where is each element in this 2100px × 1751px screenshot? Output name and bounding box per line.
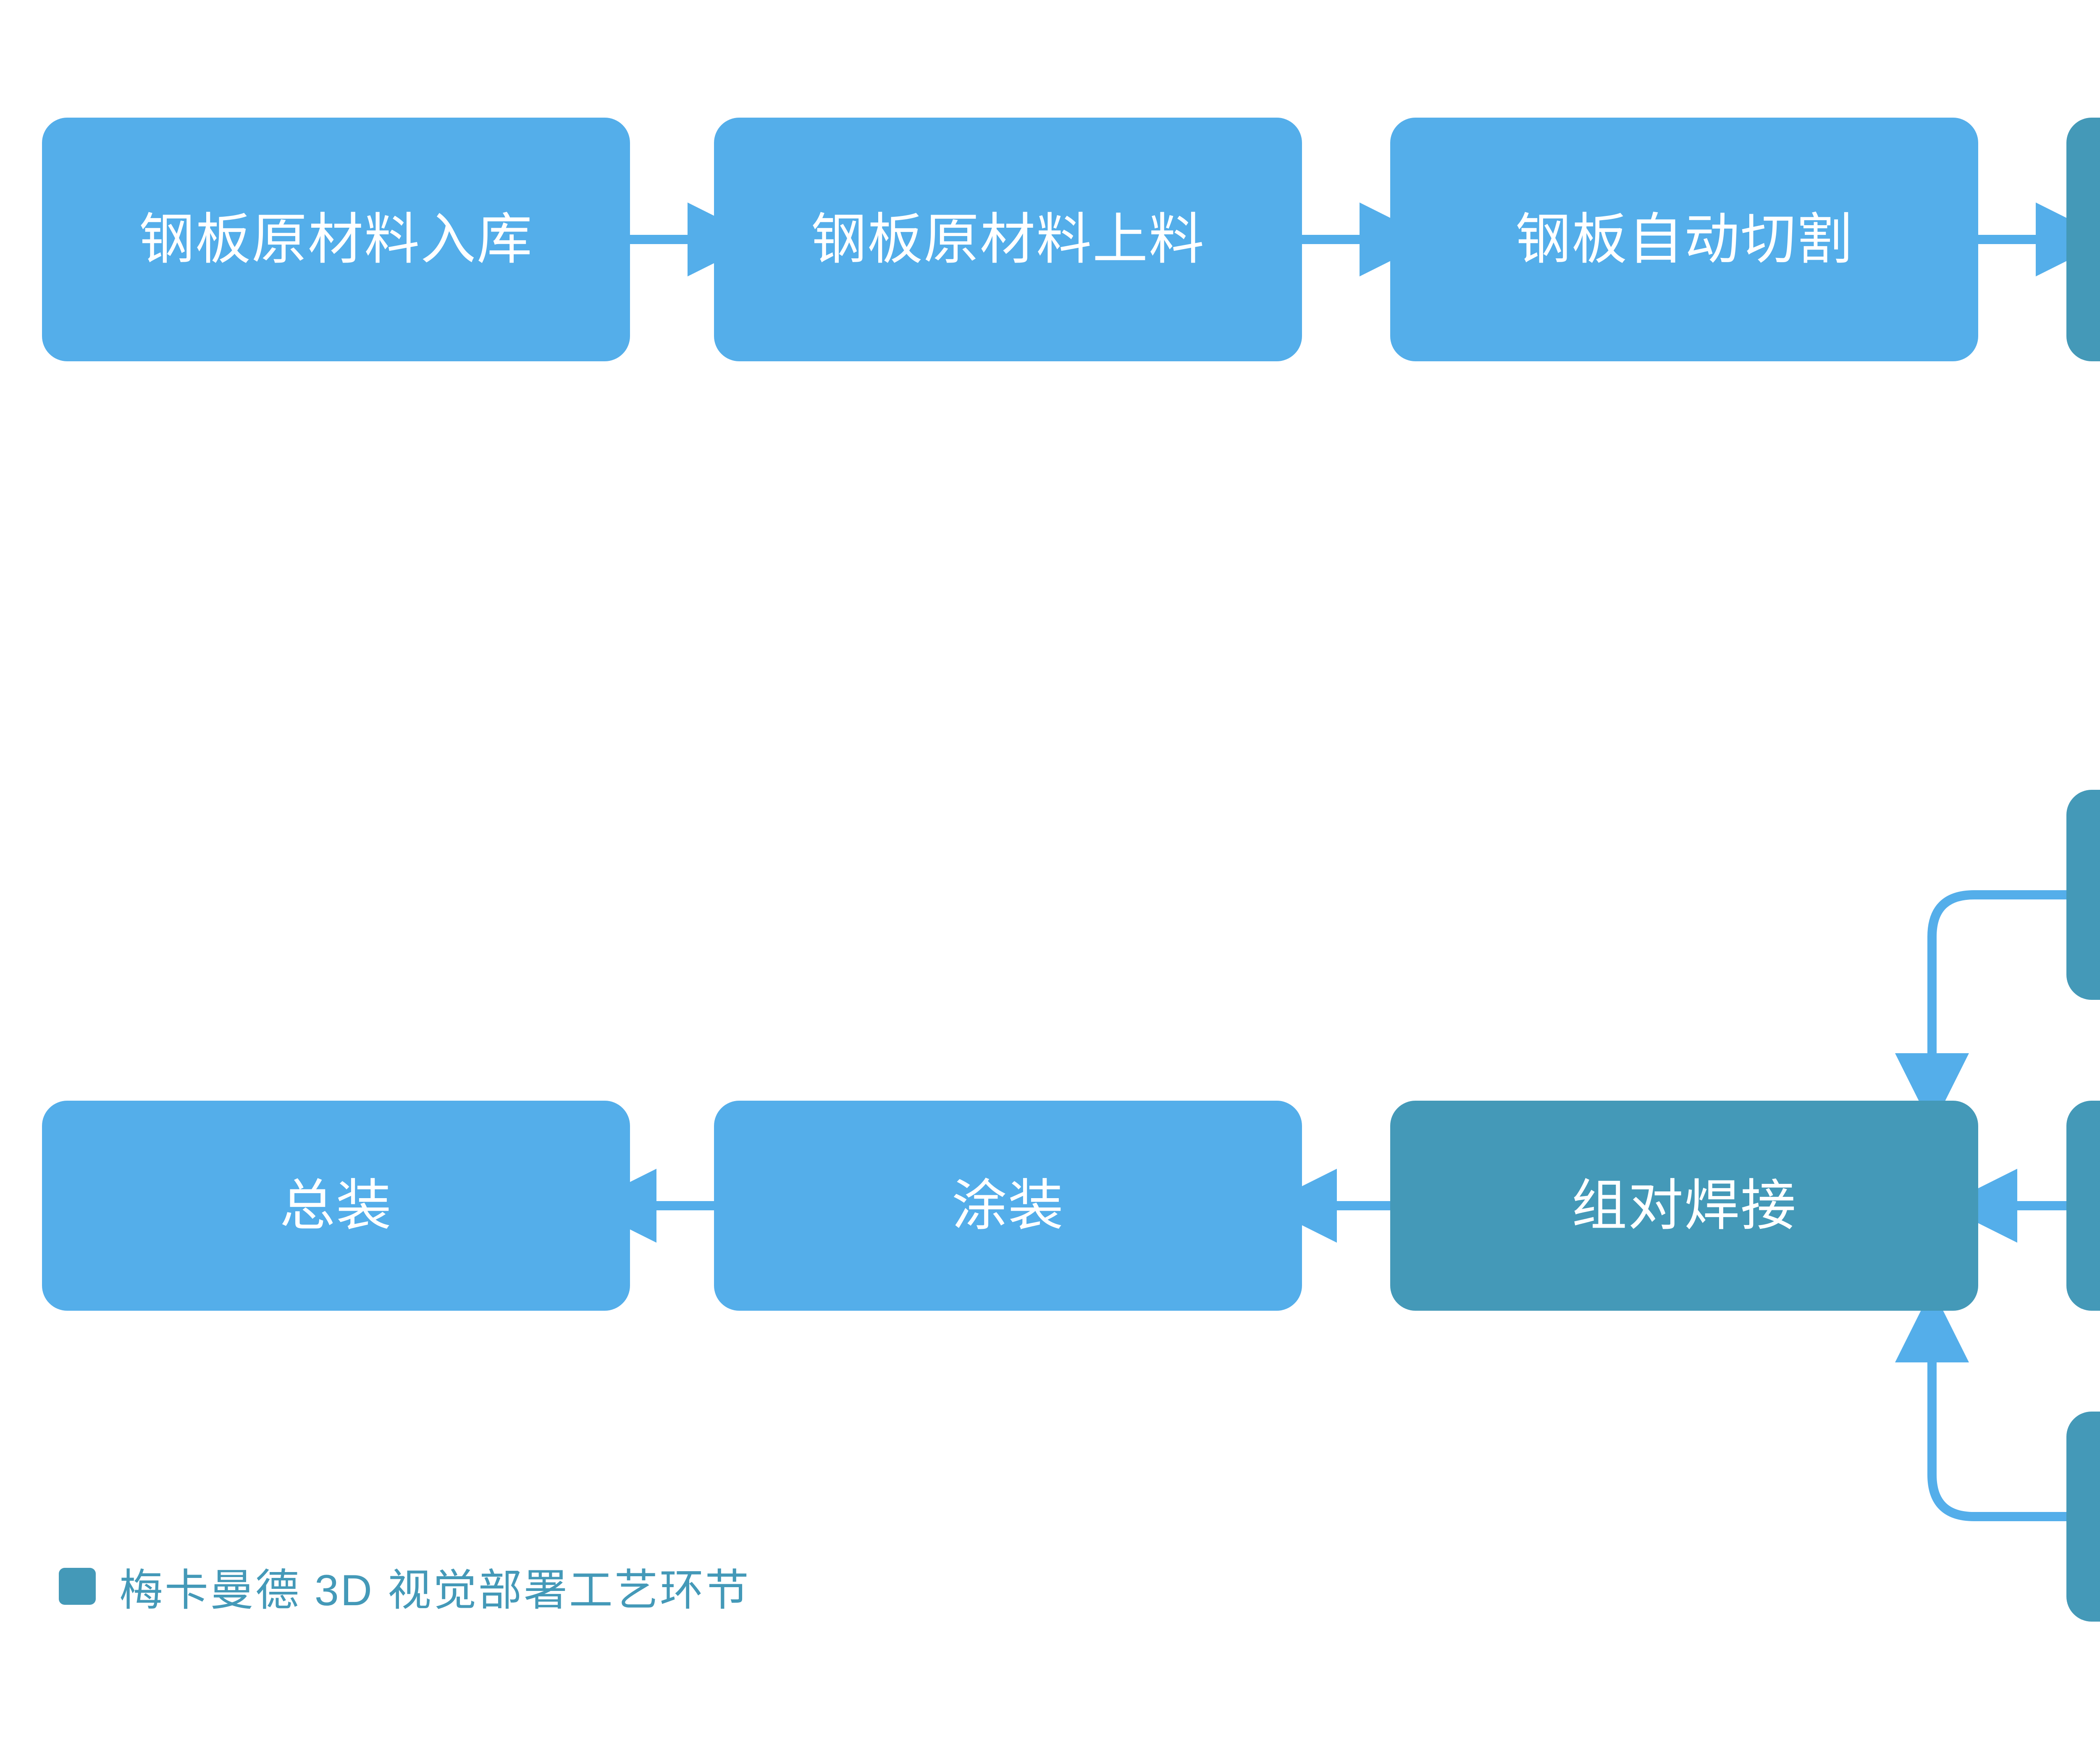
node-fit-up-welding[interactable]: 组对焊接 xyxy=(1390,1101,1978,1311)
node-label-line: 涂装 xyxy=(952,1174,1064,1236)
node-label-line: 机加工 xyxy=(2075,1170,2100,1241)
node-plate-auto-cutting[interactable]: 钢板自动切割 xyxy=(1390,118,1978,361)
node-painting[interactable]: 涂装 xyxy=(714,1101,1302,1311)
legend-label: 梅卡曼德 3D 视觉部署工艺环节 xyxy=(119,1566,751,1615)
node-plate-auto-unloading[interactable]: 钢板自动 切割下料 xyxy=(2066,118,2100,361)
node-raw-material-inbound[interactable]: 钢板原材料入库 xyxy=(42,118,630,361)
node-label-line: 开坡口 xyxy=(2075,860,2100,931)
legend-color-swatch xyxy=(59,1567,96,1605)
node-machining[interactable]: 机加工 xyxy=(2066,1101,2100,1311)
node-label-line: 组对焊接 xyxy=(1572,1174,1797,1236)
node-label-line: 钢板原材料入库 xyxy=(139,208,533,270)
node-groove-cutting[interactable]: 开坡口 xyxy=(2066,790,2100,1000)
node-label-line: 总装 xyxy=(280,1174,392,1236)
edge-groove-to-welding xyxy=(1895,890,2075,1127)
node-bending-rolling[interactable]: 折弯/卷圆 xyxy=(2066,1412,2100,1622)
edge-bending-to-welding xyxy=(1895,1288,2075,1521)
node-label-line: 折弯/卷圆 xyxy=(2075,1481,2100,1552)
node-label-line: 切割下料 xyxy=(2075,239,2100,310)
node-label-line: 钢板自动切割 xyxy=(1515,208,1853,270)
node-final-assembly[interactable]: 总装 xyxy=(42,1101,630,1311)
node-label-line: 钢板原材料上料 xyxy=(811,208,1205,270)
node-raw-material-loading[interactable]: 钢板原材料上料 xyxy=(714,118,1302,361)
legend: 梅卡曼德 3D 视觉部署工艺环节 xyxy=(59,1554,751,1618)
node-label-line: 钢板自动 xyxy=(2075,168,2100,239)
